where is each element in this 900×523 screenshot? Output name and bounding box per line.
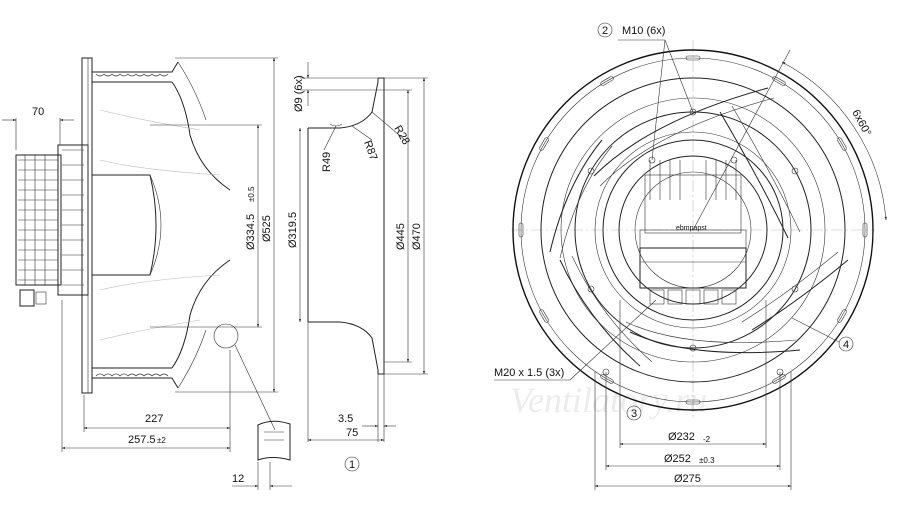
motor-body (15, 144, 89, 307)
motor-flange (602, 139, 784, 321)
brand-label: ebmpapst (676, 225, 707, 232)
dim-dia-334-5-tol: ±0.5 (247, 186, 256, 202)
dim-3-5: 3.5 (338, 413, 353, 425)
dim-dia-525: Ø525 (261, 215, 273, 242)
dim-dia-275: Ø275 (674, 473, 701, 485)
nozzle-view: Ø9 (6x) R28 R49 R87 Ø319.5 Ø445 Ø470 3.5… (287, 62, 428, 472)
label-m10: M10 (6x) (622, 25, 665, 37)
dim-75: 75 (346, 427, 358, 439)
detail-view (257, 420, 291, 461)
dim-227: 227 (145, 413, 163, 425)
dim-dia-319-5: Ø319.5 (287, 212, 299, 248)
dim-dia-334-5: Ø334.5 (245, 214, 257, 250)
dim-dia-9: Ø9 (6x) (293, 75, 305, 112)
back-plate (81, 57, 93, 394)
dim-r87: R87 (361, 139, 379, 162)
dim-257-5-tol: ±2 (157, 436, 166, 445)
callout-1: 1 (349, 459, 355, 471)
callout-2-circle (597, 22, 613, 38)
dim-dia-470: Ø470 (411, 223, 423, 250)
watermark: Ventilatory.ru (510, 380, 707, 420)
dim-dia-252: Ø252 (664, 453, 691, 465)
dim-257-5: 257.5 (128, 434, 156, 446)
impeller-blades (92, 61, 231, 389)
dim-12: 12 (232, 473, 244, 485)
electronics-board: ebmpapst (639, 160, 747, 305)
dim-r49: R49 (321, 152, 333, 172)
callout-3-circle (626, 405, 642, 421)
detail-circle (213, 323, 239, 349)
callout-3: 3 (631, 408, 637, 420)
label-m20: M20 x 1.5 (3x) (494, 367, 564, 379)
dim-dia-252-tol: ±0.3 (699, 456, 715, 465)
dim-dia-445: Ø445 (395, 223, 407, 250)
outer-ring (512, 49, 874, 411)
callout-2: 2 (602, 25, 608, 37)
callout-4: 4 (843, 339, 849, 351)
dim-70: 70 (32, 106, 44, 118)
callout-4-circle (838, 336, 854, 352)
dim-dia-232-tol: -2 (703, 435, 711, 444)
front-blades (549, 87, 849, 367)
dim-r28: R28 (391, 124, 411, 147)
side-view: 70 227 257.5 ±2 12 Ø334.5 ±0.5 Ø525 (2, 57, 292, 490)
callout-1-circle (344, 456, 360, 472)
front-view: ebmpapst 2 M10 (6x) 6x60° 4 M20 x 1.5 (3… (494, 22, 887, 490)
dim-dia-232: Ø232 (668, 431, 695, 443)
label-angle: 6x60° (849, 108, 873, 139)
